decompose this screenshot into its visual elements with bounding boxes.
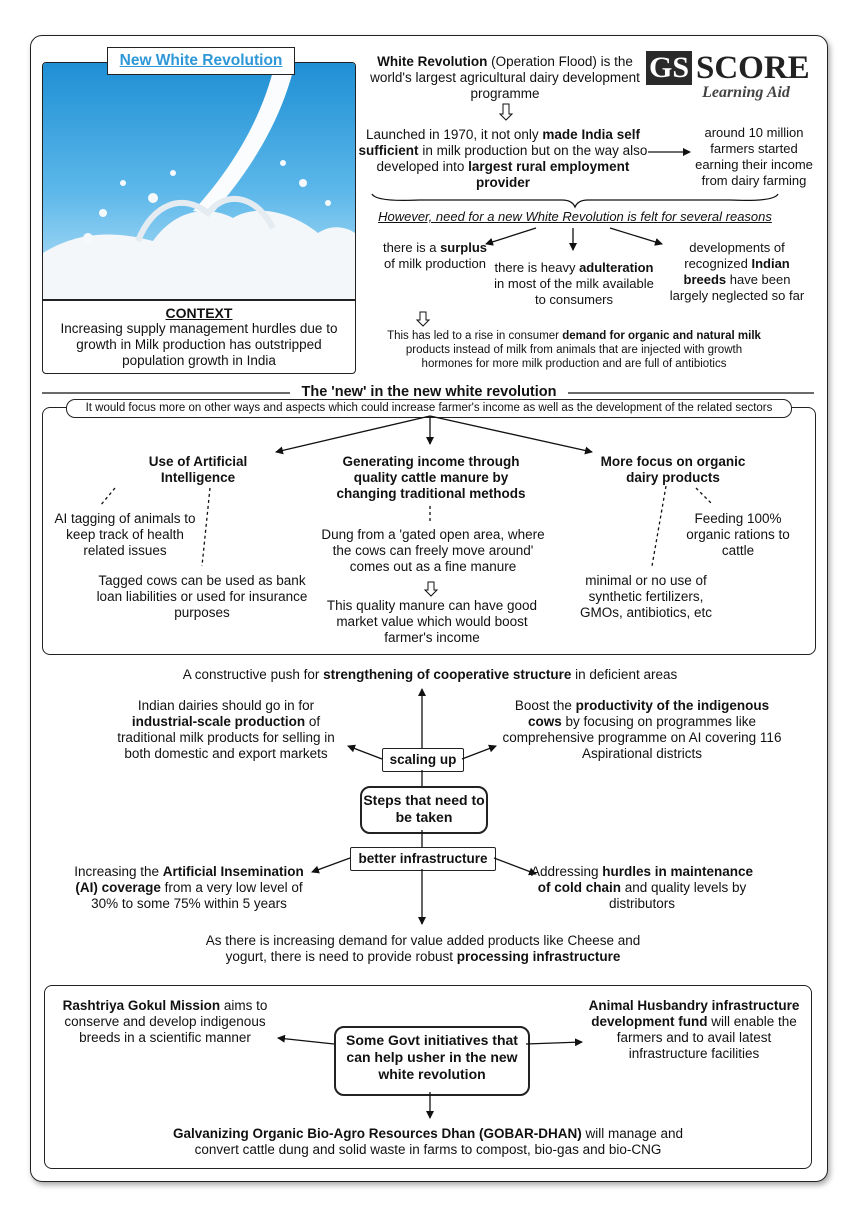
intro-launch: Launched in 1970, it not only made India… — [358, 127, 648, 190]
industrial-production: Indian dairies should go in for industri… — [117, 698, 335, 761]
better-infrastructure-label: better infrastructure — [350, 847, 496, 871]
new-section-heading: The 'new' in the new white revolution — [293, 384, 565, 400]
page-title: New White Revolution — [107, 47, 295, 75]
hollow-arrow-2 — [415, 311, 431, 327]
reason-adulteration: there is heavy adulteration in most of t… — [494, 260, 654, 307]
cooperative-structure: A constructive push for strengthening of… — [182, 667, 678, 682]
context-heading: CONTEXT — [165, 305, 233, 321]
ai-point-tagging: AI tagging of animals to keep track of h… — [54, 511, 196, 558]
gobar-dhan: Galvanizing Organic Bio-Agro Resources D… — [172, 1126, 684, 1157]
ahidf: Animal Husbandry infrastructure developm… — [588, 998, 800, 1061]
logo: GS SCORE Learning Aid — [646, 50, 816, 104]
context-text: Increasing supply management hurdles due… — [60, 321, 338, 368]
context-panel: CONTEXT Increasing supply management hur… — [42, 62, 356, 374]
rashtriya-gokul-mission: Rashtriya Gokul Mission aims to conserve… — [62, 998, 268, 1045]
manure-point-value: This quality manure can have good market… — [326, 598, 538, 645]
ai-coverage: Increasing the Artificial Insemination (… — [74, 864, 304, 911]
page-frame — [30, 35, 828, 1182]
farmers-employment: around 10 million farmers started earnin… — [695, 125, 813, 188]
scaling-up-label: scaling up — [382, 748, 464, 772]
hollow-arrow-3 — [423, 581, 439, 597]
manure-title: Generating income through quality cattle… — [336, 454, 526, 501]
cold-chain: Addressing hurdles in maintenance of col… — [530, 864, 754, 911]
organic-title: More focus on organic dairy products — [600, 454, 746, 485]
manure-point-dung: Dung from a 'gated open area, where the … — [321, 527, 545, 574]
however-note: However, need for a new White Revolution… — [378, 209, 772, 224]
milk-splash-image — [43, 63, 355, 299]
organic-demand: This has led to a rise in consumer deman… — [387, 330, 761, 370]
logo-gs: GS — [646, 51, 692, 85]
new-section-box — [42, 407, 816, 655]
processing-infrastructure: As there is increasing demand for value … — [205, 933, 641, 964]
organic-point-synthetic: minimal or no use of synthetic fertilize… — [579, 573, 713, 620]
reason-surplus: there is a surplus of milk production — [382, 240, 488, 271]
logo-tagline: Learning Aid — [702, 84, 790, 101]
indigenous-productivity: Boost the productivity of the indigenous… — [502, 698, 782, 761]
curly-brace — [371, 193, 779, 209]
logo-score: SCORE — [696, 50, 810, 86]
govt-center-node: Some Govt initiatives that can help ushe… — [334, 1026, 530, 1096]
reason-indian-breeds: developments of recognized Indian breeds… — [669, 240, 805, 303]
steps-center-node: Steps that need to be taken — [360, 786, 488, 834]
ai-title: Use of Artificial Intelligence — [148, 454, 248, 485]
intro-lead: White Revolution (Operation Flood) is th… — [370, 54, 640, 101]
hollow-arrow-1 — [498, 103, 514, 121]
new-section-subheading: It would focus more on other ways and as… — [66, 399, 792, 418]
organic-point-feeding: Feeding 100% organic rations to cattle — [686, 511, 790, 558]
ai-point-loans: Tagged cows can be used as bank loan lia… — [96, 573, 308, 620]
